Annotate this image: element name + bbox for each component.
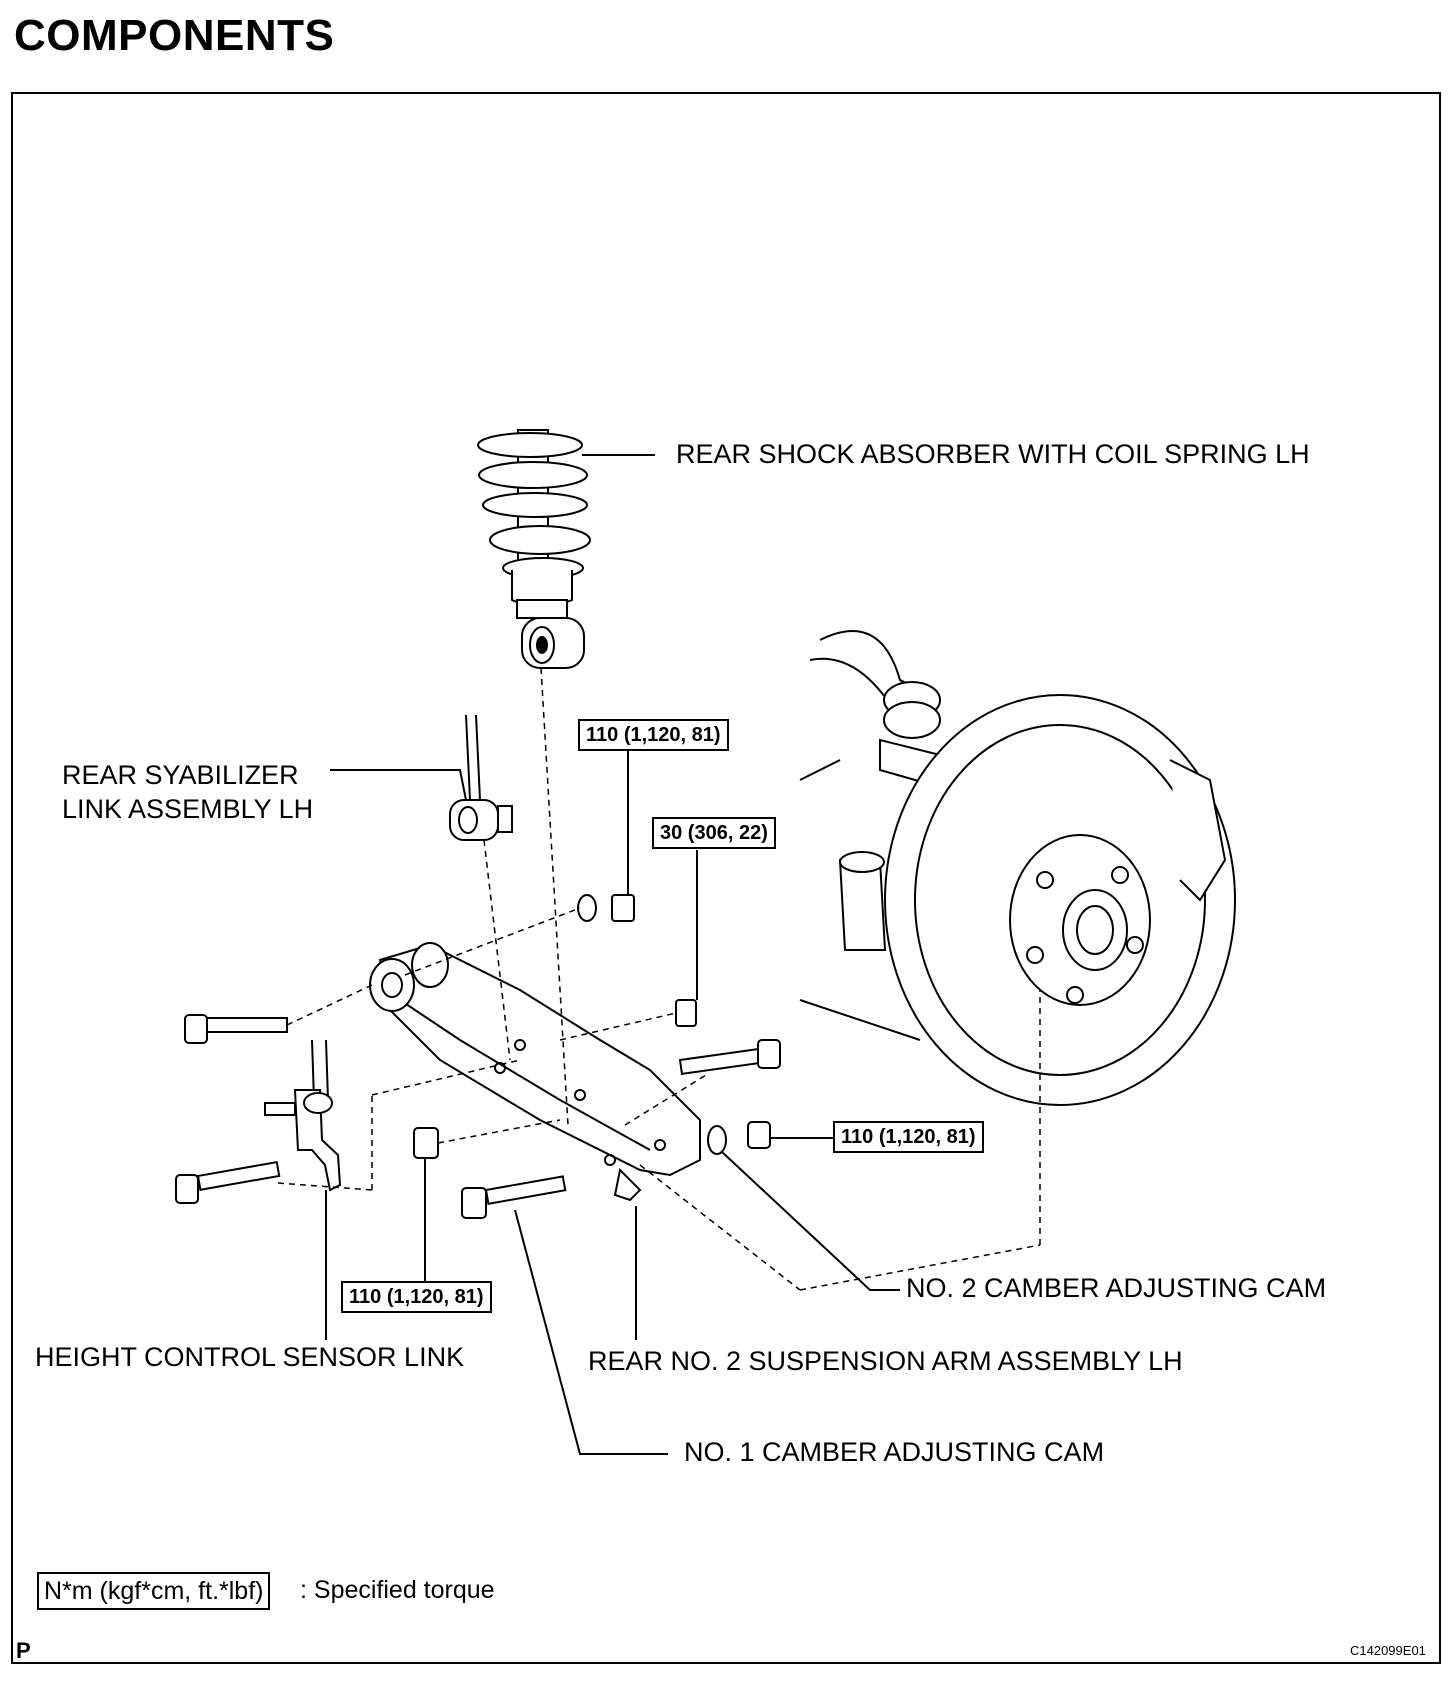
shock-absorber-drawing [477, 429, 655, 669]
label-stabilizer-line2: LINK ASSEMBLY LH [62, 794, 314, 824]
suspension-arm-drawing [369, 942, 701, 1202]
stabilizer-link-drawing [330, 714, 513, 841]
leader-lines [325, 750, 900, 1455]
label-no1-camber-cam: NO. 1 CAMBER ADJUSTING CAM [684, 1437, 1105, 1467]
label-suspension-arm: REAR NO. 2 SUSPENSION ARM ASSEMBLY LH [588, 1346, 1183, 1376]
fasteners-drawing [413, 894, 771, 1159]
label-shock-absorber: REAR SHOCK ABSORBER WITH COIL SPRING LH [676, 439, 1310, 469]
brake-hub-drawing [799, 630, 1236, 1106]
assembly-dash-lines [277, 667, 1041, 1291]
label-no2-camber-cam: NO. 2 CAMBER ADJUSTING CAM [906, 1273, 1327, 1303]
legend-torque-units: N*m (kgf*cm, ft.*lbf) [37, 1572, 271, 1610]
torque-stabilizer-nut: 30 (306, 22) [652, 817, 776, 849]
diagram-frame [11, 92, 1441, 1664]
label-height-sensor-link: HEIGHT CONTROL SENSOR LINK [35, 1342, 465, 1372]
label-stabilizer-line1: REAR SYABILIZER [62, 760, 299, 790]
legend-description: : Specified torque [300, 1576, 495, 1604]
figure-code: C142099E01 [1350, 1643, 1426, 1658]
torque-cam-nut: 110 (1,120, 81) [833, 1121, 984, 1153]
torque-sensor-nut: 110 (1,120, 81) [341, 1281, 492, 1313]
corner-mark: P [16, 1638, 31, 1663]
torque-shock-nut: 110 (1,120, 81) [578, 719, 729, 751]
bolts-drawing [175, 1014, 781, 1219]
page-title: COMPONENTS [14, 11, 335, 60]
